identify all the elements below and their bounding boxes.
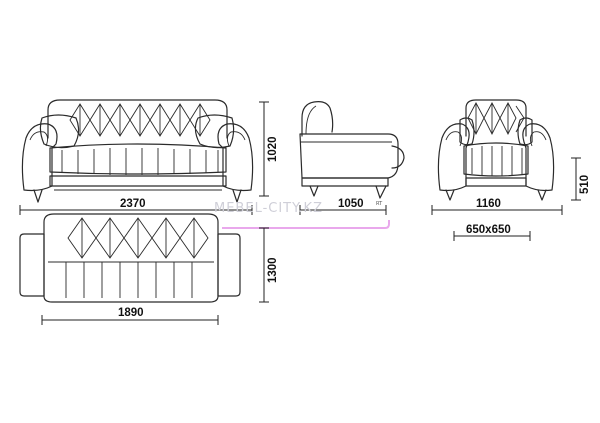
dim-seat-height: 510 [571, 157, 591, 201]
watermark: MEBEL-CITY.KZ RT [214, 201, 390, 229]
dim-label-650x650: 650x650 [466, 224, 511, 236]
dim-side-depth: 1050 [299, 198, 387, 215]
dim-label-1020: 1020 [267, 136, 279, 162]
sofa-bed-top-view [19, 213, 241, 303]
watermark-mark: RT [376, 201, 383, 207]
dim-bed-width: 1890 [41, 307, 219, 325]
dim-label-1160: 1160 [476, 198, 501, 210]
dim-label-1050: 1050 [338, 198, 364, 210]
armchair-front-view [437, 99, 555, 201]
sofa-front-view [21, 99, 254, 203]
dim-armchair-width: 1160 [431, 198, 563, 215]
dim-label-510: 510 [579, 175, 591, 194]
dim-seat-size: 650x650 [453, 224, 531, 241]
dim-label-2370: 2370 [120, 198, 146, 210]
dim-sofa-width: 2370 [19, 198, 253, 215]
dim-label-1890: 1890 [118, 307, 144, 319]
dim-sofa-height: 1020 [259, 101, 279, 197]
dim-label-1300: 1300 [267, 257, 279, 283]
armchair-side-view [299, 101, 405, 199]
watermark-text: MEBEL-CITY.KZ [214, 201, 323, 216]
dim-bed-depth: 1300 [259, 227, 279, 303]
